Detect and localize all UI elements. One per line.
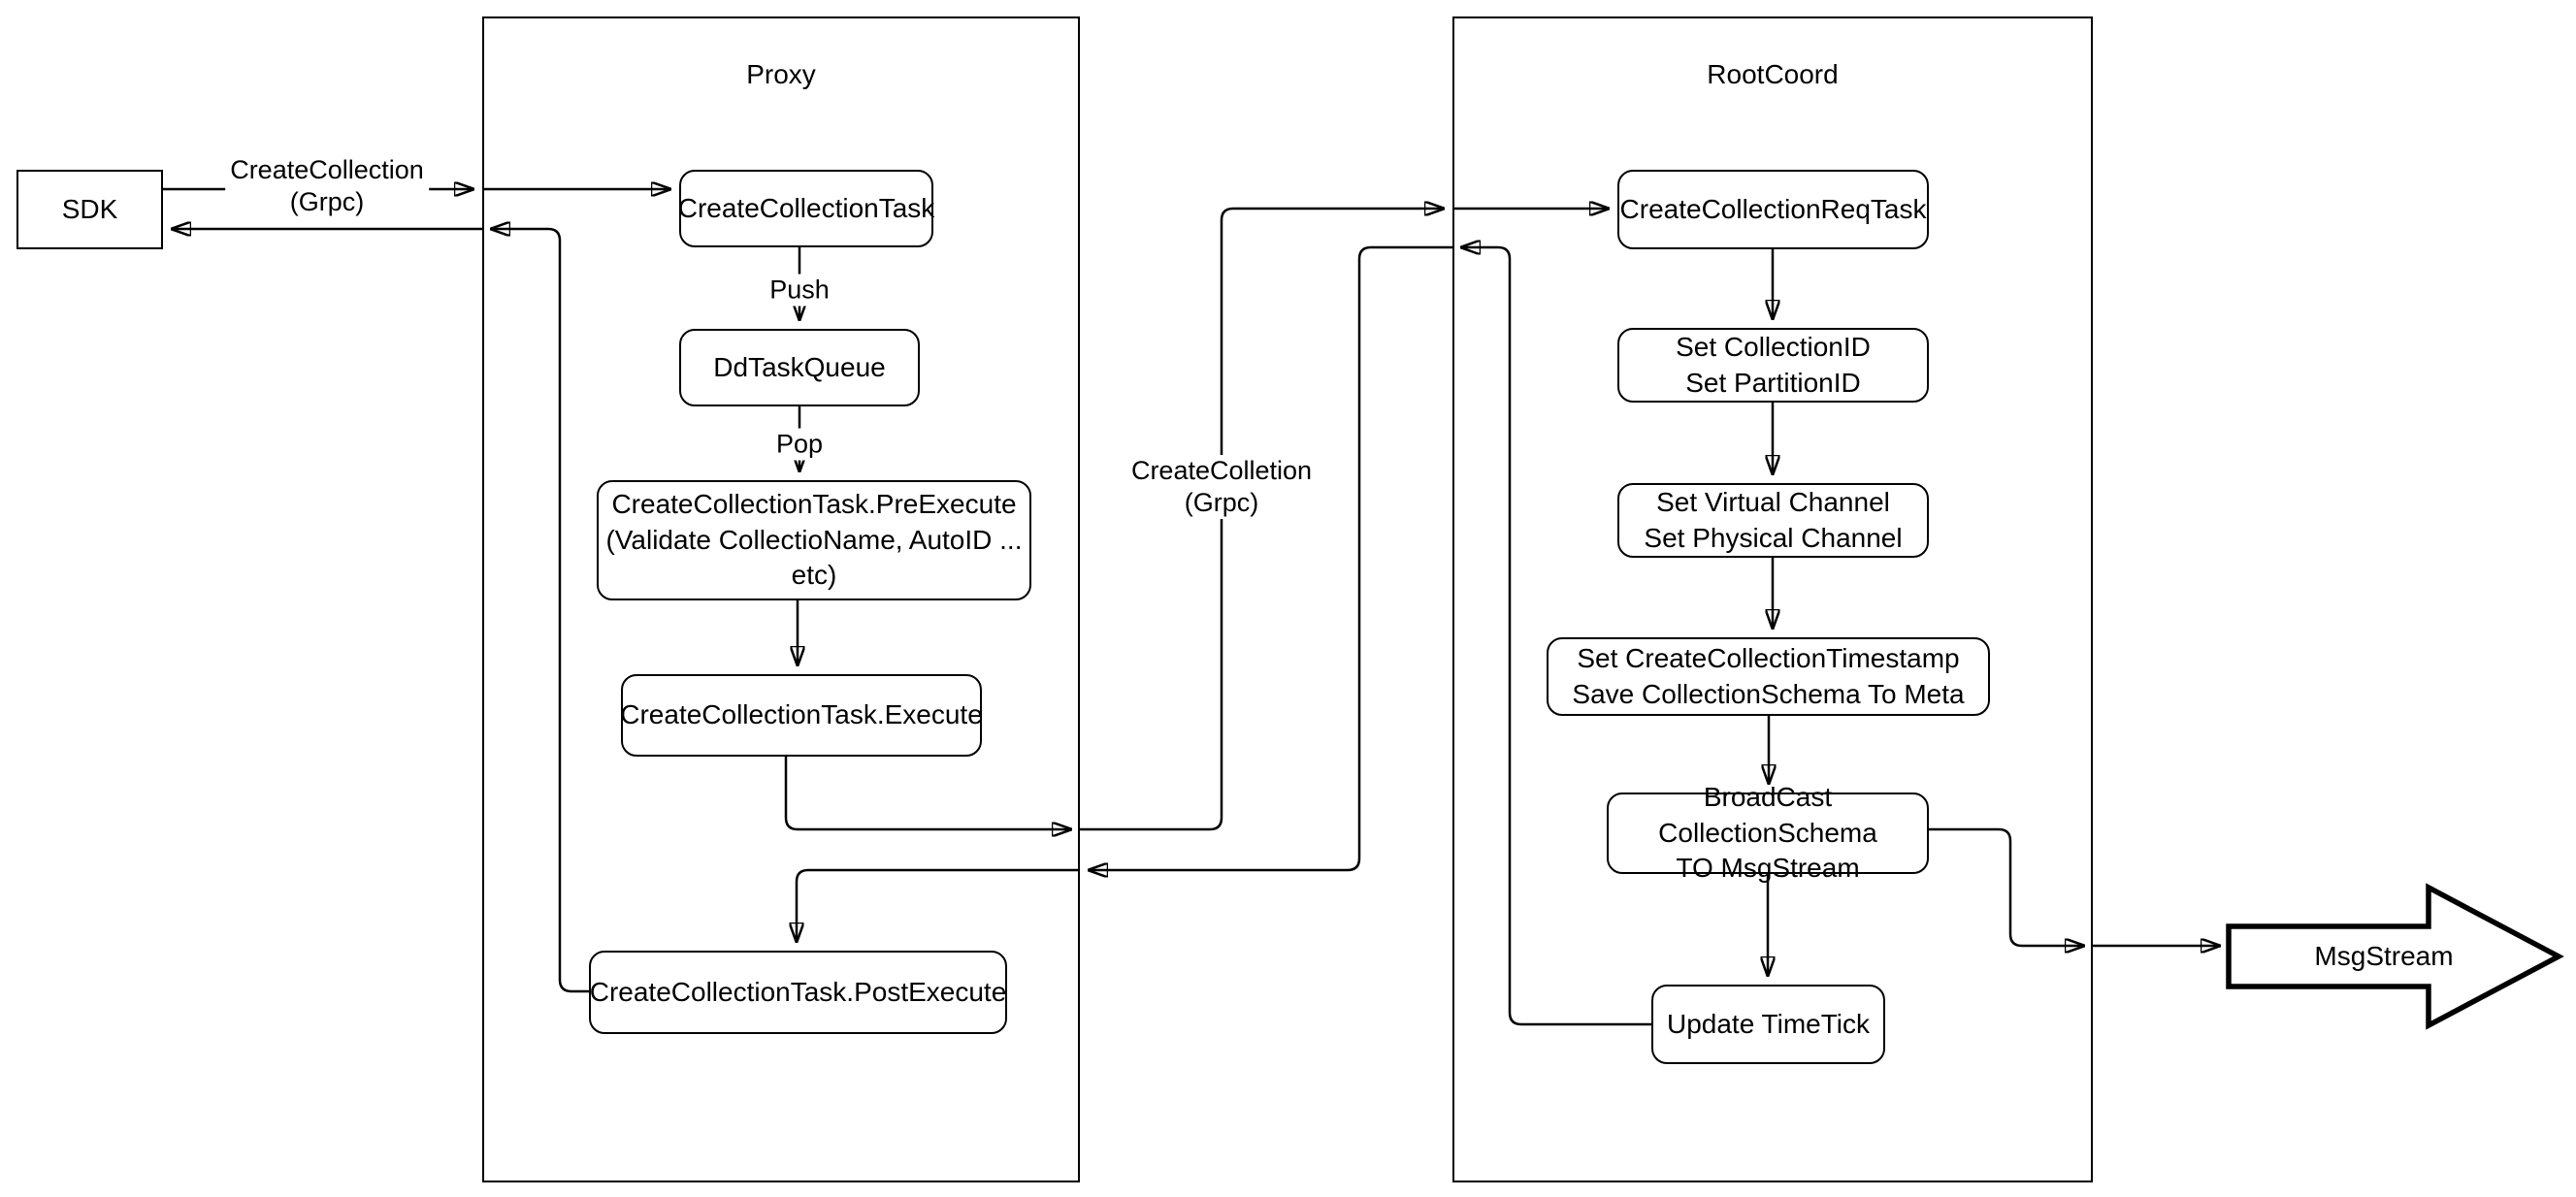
msgstream-label: MsgStream [2314, 941, 2454, 971]
edge-broadcast-out [1929, 827, 2085, 946]
edge-postexecute-out [490, 229, 589, 993]
edge-label-createcolletion-grpc: CreateColletion (Grpc) [1125, 455, 1318, 519]
node-set-timestamp: Set CreateCollectionTimestamp Save Colle… [1547, 637, 1990, 716]
node-pre-execute: CreateCollectionTask.PreExecute (Validat… [597, 480, 1031, 600]
node-req-task: CreateCollectionReqTask [1617, 170, 1929, 249]
node-dd-task-queue: DdTaskQueue [679, 329, 920, 406]
rootcoord-container: RootCoord [1452, 16, 2093, 1182]
node-execute: CreateCollectionTask.Execute [620, 674, 983, 757]
node-set-channels: Set Virtual Channel Set Physical Channel [1617, 483, 1929, 558]
edge-label-pop: Pop [770, 428, 829, 461]
edge-back-to-proxy [1088, 245, 1452, 870]
proxy-title: Proxy [746, 59, 816, 89]
msgstream-arrow-shape [2226, 883, 2564, 1030]
edge-grpc-up [1080, 209, 1445, 831]
node-update-timetick: Update TimeTick [1651, 985, 1885, 1064]
edge-timetick-back [1460, 247, 1651, 1026]
proxy-container: Proxy [482, 16, 1080, 1182]
edge-label-createcollection-grpc: CreateCollection (Grpc) [225, 154, 429, 218]
edge-label-push: Push [765, 274, 834, 307]
node-post-execute: CreateCollectionTask.PostExecute [589, 951, 1007, 1034]
node-create-collection-task: CreateCollectionTask [678, 170, 934, 247]
edge-execute-out [784, 757, 1072, 829]
rootcoord-title: RootCoord [1707, 59, 1839, 89]
node-sdk: SDK [16, 170, 163, 249]
edge-to-postexecute [797, 868, 1080, 943]
node-broadcast: BroadCast CollectionSchema TO MsgStream [1607, 782, 1929, 883]
node-set-ids: Set CollectionID Set PartitionID [1617, 328, 1929, 403]
